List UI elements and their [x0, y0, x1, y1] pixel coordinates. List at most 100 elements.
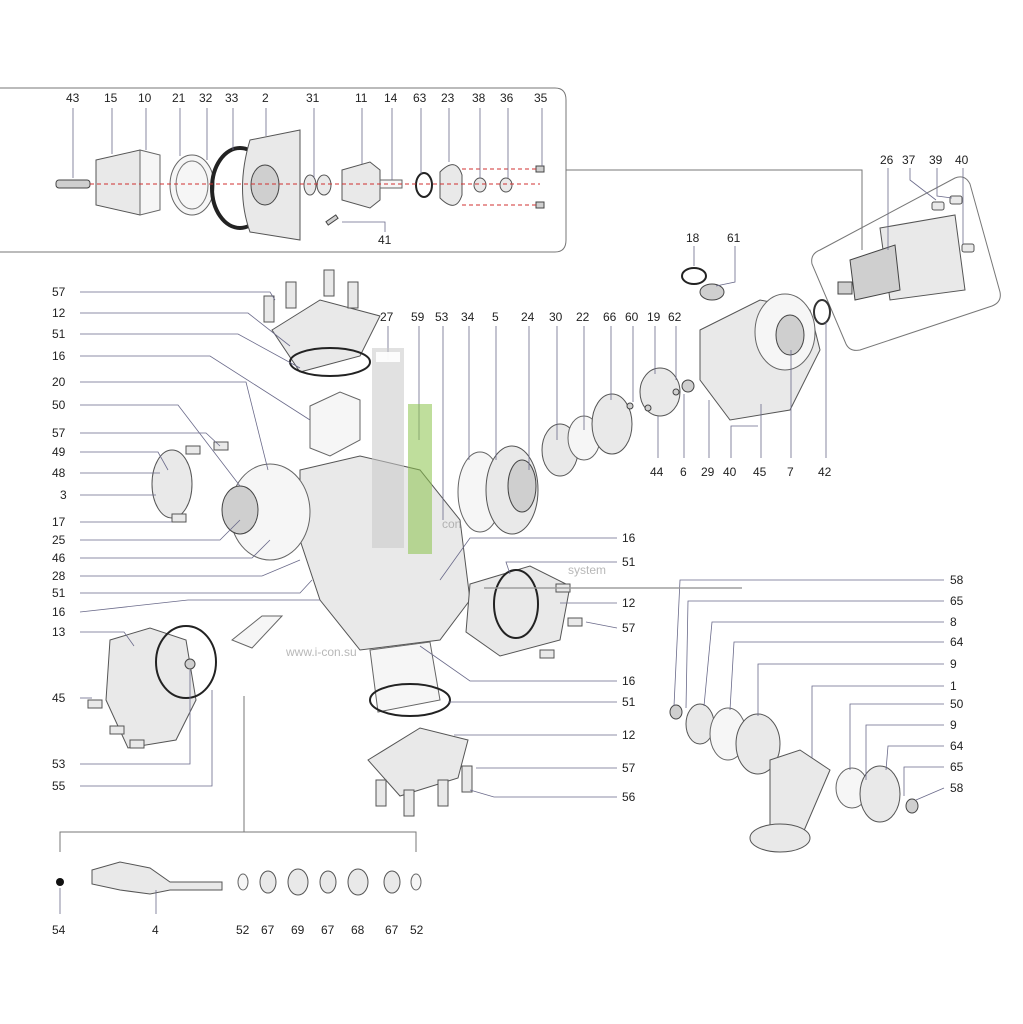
label: 9 [950, 718, 957, 732]
part-60-screw [626, 402, 634, 410]
part-49-bolt [185, 445, 201, 455]
part-12-cap-bottom [367, 727, 469, 797]
label: 63 [413, 91, 427, 105]
part-57-bolt-a [263, 295, 275, 323]
part-55-gasket [155, 625, 217, 699]
label: 67 [261, 923, 275, 937]
center-ring-row [457, 393, 652, 535]
label: 10 [138, 91, 152, 105]
label: 38 [472, 91, 486, 105]
label: 7 [787, 465, 794, 479]
right-inset-frame [811, 176, 1001, 351]
detail-connector-right [244, 831, 417, 852]
label: 60 [625, 310, 639, 324]
part-4-shaft [91, 861, 223, 895]
part-36-bush [499, 177, 513, 193]
label: 64 [950, 635, 964, 649]
part-53-plug [184, 658, 196, 670]
label: 69 [291, 923, 305, 937]
part-56-bolt-b [403, 789, 415, 817]
part-40-bolt [961, 243, 975, 253]
label: 45 [753, 465, 767, 479]
label: 30 [549, 310, 563, 324]
label: 6 [680, 465, 687, 479]
label: 40 [723, 465, 737, 479]
part-45-bolt-a [87, 699, 103, 709]
label: 11 [355, 91, 368, 105]
label: 61 [727, 231, 741, 245]
label: 12 [622, 596, 636, 610]
label: 58 [950, 573, 964, 587]
labels-pump: 18 61 27 59 53 34 5 24 30 22 66 60 19 62… [380, 231, 832, 479]
part-38-bush [473, 177, 487, 193]
part-67-ring-b [319, 870, 337, 894]
label: 24 [521, 310, 535, 324]
label: 65 [950, 760, 964, 774]
part-69-bearing [287, 868, 309, 896]
label: 15 [104, 91, 118, 105]
part-24-seat [507, 459, 537, 513]
part-19-disc [639, 367, 681, 417]
part-43-shaft [55, 179, 91, 189]
label: 34 [461, 310, 475, 324]
label: 1 [950, 679, 957, 693]
labels-center-right: 16 51 12 57 16 51 12 57 56 [622, 531, 636, 804]
watermark-bar-notch [376, 352, 400, 362]
part-51-oring-right [493, 569, 539, 639]
label: 19 [647, 310, 661, 324]
bottom-shaft-row [56, 696, 422, 896]
label: 16 [52, 605, 66, 619]
label: 23 [441, 91, 455, 105]
label: 50 [950, 697, 964, 711]
label: 33 [225, 91, 239, 105]
part-52-ring-left [237, 873, 249, 891]
label: 21 [172, 91, 186, 105]
label: 52 [410, 923, 424, 937]
labels-top: 43 15 10 21 32 33 2 31 11 14 63 23 38 36… [66, 91, 548, 247]
part-11-rotor [341, 161, 381, 209]
part-62-nut [672, 388, 680, 396]
part-31-washer-b [316, 174, 332, 196]
label: 25 [52, 533, 66, 547]
part-6-nut [681, 379, 695, 393]
part-67-ring-a [259, 870, 277, 894]
label: 9 [950, 657, 957, 671]
label: 57 [622, 761, 636, 775]
label: 12 [622, 728, 636, 742]
label: 31 [306, 91, 320, 105]
part-57-bolt-d [347, 281, 359, 309]
label: 53 [435, 310, 449, 324]
part-61-spring [699, 283, 725, 301]
label: 41 [378, 233, 392, 247]
part-21-ring-inner [175, 160, 209, 210]
label: 14 [384, 91, 398, 105]
label: 18 [686, 231, 700, 245]
label: 53 [52, 757, 66, 771]
diaphragm-assembly [669, 703, 919, 853]
label: 52 [236, 923, 250, 937]
label: 57 [52, 426, 66, 440]
label: 2 [262, 91, 269, 105]
label: 51 [52, 586, 66, 600]
label: 65 [950, 594, 964, 608]
part-41-pin [325, 214, 339, 226]
part-26-body [849, 244, 901, 301]
part-56-bolt-c [437, 779, 449, 807]
label: 50 [52, 398, 66, 412]
label: 67 [385, 923, 399, 937]
label: 32 [199, 91, 213, 105]
part-16-sleeve-top [309, 391, 361, 457]
part-1-rod [769, 749, 831, 841]
top-assembly [55, 129, 545, 241]
label: 22 [576, 310, 590, 324]
part-18-ring [681, 267, 707, 285]
label: 51 [52, 327, 66, 341]
part-54-ball [56, 878, 64, 886]
label: 35 [534, 91, 548, 105]
part-52-ring-right [410, 873, 422, 891]
part-3-cap [151, 449, 193, 519]
part-7-bore [775, 314, 805, 356]
right-flange-assembly [837, 195, 975, 301]
part-44-pin [644, 404, 652, 412]
